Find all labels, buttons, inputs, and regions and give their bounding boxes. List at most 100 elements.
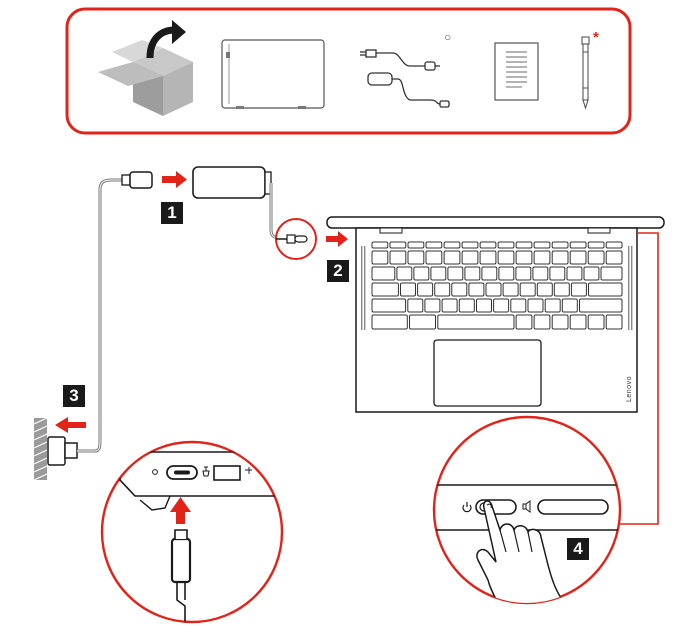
keyboard-key [497, 241, 515, 249]
keyboard-key [371, 266, 396, 281]
power-button-callout-line [620, 232, 659, 525]
keyboard-key [441, 298, 458, 313]
keyboard-key [551, 241, 569, 249]
keyboard-key [371, 298, 407, 313]
keyboard-key [413, 266, 430, 281]
keyboard-key [451, 282, 468, 297]
keyboard-key [447, 266, 464, 281]
keyboard-key [371, 241, 389, 249]
keyboard-key [551, 250, 569, 265]
keyboard-key [600, 266, 623, 281]
speaker-grille-left [361, 246, 366, 330]
keyboard-key [443, 241, 461, 249]
keyboard-key [437, 314, 515, 330]
keyboard-key [569, 314, 587, 330]
keyboard-key [458, 298, 475, 313]
keyboard-key [515, 266, 532, 281]
keyboard-key [570, 282, 587, 297]
unbox-icon [98, 20, 193, 116]
keyboard-key [461, 241, 479, 249]
speaker-grille-right [628, 246, 633, 330]
power-adapter [192, 166, 272, 199]
keyboard-key [407, 298, 424, 313]
keyboard-key [527, 298, 544, 313]
keyboard-key [493, 298, 510, 313]
keyboard-key [464, 266, 481, 281]
keyboard-key [461, 250, 479, 265]
optional-asterisk-marker: * [593, 29, 599, 46]
keyboard-key [587, 241, 605, 249]
keyboard-key [425, 241, 443, 249]
keyboard-key [569, 241, 587, 249]
keyboard-key [587, 314, 605, 330]
keyboard-key [498, 266, 515, 281]
keyboard-key [389, 241, 407, 249]
charge-symbol-icon [202, 466, 210, 477]
keyboard-key [561, 298, 578, 313]
keyboard-key [400, 282, 416, 297]
keyboard [371, 241, 623, 330]
keyboard-key [536, 282, 553, 297]
volume-button [537, 499, 609, 515]
brand-logo-text: Lenovo [626, 376, 633, 402]
keyboard-key [566, 266, 583, 281]
keyboard-key [588, 282, 623, 297]
package-contents-frame [65, 7, 632, 135]
arrow-into-adapter [162, 171, 187, 188]
keyboard-key [425, 250, 443, 265]
keyboard-key [549, 266, 566, 281]
keyboard-key [479, 250, 497, 265]
keyboard-key [553, 282, 570, 297]
keyboard-key [605, 314, 623, 330]
keyboard-key [605, 250, 623, 265]
keyboard-key [533, 314, 551, 330]
keyboard-key [485, 282, 502, 297]
keyboard-key [371, 250, 389, 265]
arrow-into-laptop [326, 231, 348, 247]
power-symbol-icon [462, 502, 472, 513]
keyboard-key [430, 266, 447, 281]
optional-circle-marker: ○ [444, 30, 452, 44]
laptop-open [326, 216, 665, 413]
keyboard-key [417, 282, 434, 297]
keyboard-key [515, 241, 533, 249]
keyboard-key [396, 266, 413, 281]
keyboard-key [515, 250, 533, 265]
laptop-closed-icon [221, 39, 325, 109]
keyboard-key [434, 282, 451, 297]
keyboard-key [544, 298, 561, 313]
step-2-badge: 2 [327, 260, 349, 282]
usb-a-port [213, 465, 241, 481]
ac-plug [47, 436, 78, 466]
keyboard-key [407, 250, 425, 265]
speaker-volume-icon [522, 500, 531, 513]
keyboard-key [371, 314, 408, 330]
keyboard-key [424, 298, 441, 313]
keyboard-key [407, 241, 425, 249]
keyboard-key [497, 250, 515, 265]
keyboard-key [587, 250, 605, 265]
keyboard-key [371, 282, 399, 297]
power-adapter-cable-icon [360, 49, 450, 108]
power-button-zoom [432, 415, 622, 605]
touchpad [433, 339, 542, 407]
keyboard-key [468, 282, 485, 297]
keyboard-key [502, 282, 519, 297]
keyboard-key [409, 314, 436, 330]
usb-c-plug [170, 537, 192, 584]
step-1-badge: 1 [161, 202, 183, 224]
keyboard-key [443, 250, 461, 265]
keyboard-key [515, 314, 533, 330]
document-icon [494, 42, 539, 101]
keyboard-key [605, 241, 623, 249]
keyboard-key [551, 314, 569, 330]
step-4-badge: 4 [567, 538, 589, 560]
keyboard-key [533, 241, 551, 249]
keyboard-key [476, 298, 492, 313]
usb-c-port-zoom [100, 440, 284, 624]
keyboard-key [583, 266, 600, 281]
keyboard-key [481, 266, 498, 281]
stylus-pen-icon [581, 36, 590, 110]
wall-outlet [33, 417, 48, 481]
